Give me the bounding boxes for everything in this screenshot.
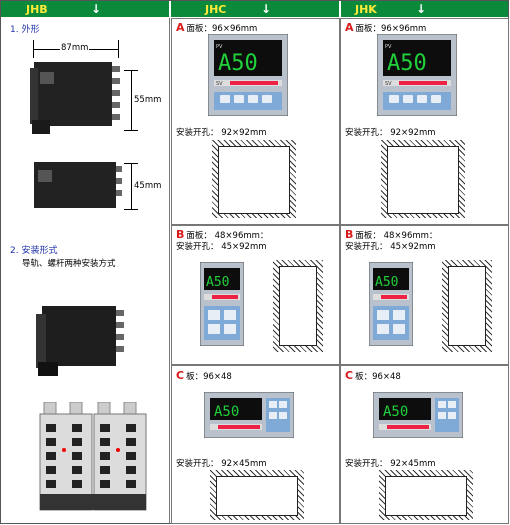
panel-b-size: 面板： 48×96mm： <box>186 231 269 241</box>
dim-height1-tick-top <box>124 70 138 71</box>
dim-height2-label: 45mm <box>134 181 162 191</box>
panel-c-cutout: 安装开孔： 92×45mm <box>176 459 267 469</box>
controller-96x48: A50 <box>204 392 294 438</box>
panel-letter: B <box>176 228 185 241</box>
header-jhb: JHB ↓ <box>1 1 169 17</box>
module-side-view-2 <box>34 162 122 208</box>
section-mounting-desc: 导轨、螺杆两种安装方式 <box>22 259 116 269</box>
controller-96x96: A50 PV SV <box>377 34 457 116</box>
panel-letter: A <box>345 21 354 34</box>
controller-96x96: A50 PV SV <box>208 34 288 116</box>
svg-text:PV: PV <box>216 44 223 50</box>
header-jhk-label: JHK <box>355 2 377 16</box>
dim-height2-tick-top <box>124 163 138 164</box>
modules-terminal-view <box>39 402 147 511</box>
arrow-down-icon: ↓ <box>416 2 427 16</box>
dim-width-label: 87mm <box>60 43 90 53</box>
panel-b-cutout: 安装开孔： 45×92mm <box>345 242 436 252</box>
svg-text:A50: A50 <box>387 51 427 76</box>
cutout-diagram-b <box>273 260 323 352</box>
dim-height1-line <box>131 70 132 130</box>
panel-c-size: 板：96×48 <box>355 372 401 382</box>
dim-width-tick-right <box>118 40 119 58</box>
svg-text:A50: A50 <box>206 275 229 290</box>
header-jhc: JHC ↓ <box>171 1 339 17</box>
svg-text:A50: A50 <box>383 404 408 420</box>
cutout-diagram-a <box>381 140 465 218</box>
arrow-down-icon: ↓ <box>91 2 102 16</box>
panel-letter: A <box>176 21 185 34</box>
panel-a-size: 面板：96×96mm <box>355 24 427 34</box>
panel-a-cutout: 安装开孔： 92×92mm <box>176 128 267 138</box>
cutout-hole <box>385 476 467 516</box>
svg-text:PV: PV <box>385 44 392 50</box>
cutout-hole <box>279 266 317 346</box>
cutout-diagram-c <box>379 470 473 520</box>
cutout-hole <box>387 146 459 214</box>
cutout-hole <box>218 146 290 214</box>
cutout-hole <box>448 266 486 346</box>
controller-96x48: A50 <box>373 392 463 438</box>
cutout-diagram-c <box>210 470 304 520</box>
svg-text:SV: SV <box>385 81 392 87</box>
svg-text:SV: SV <box>216 81 223 87</box>
dim-height2-tick-bottom <box>124 209 138 210</box>
controller-48x96: A50 <box>200 262 244 346</box>
panel-c-cutout: 安装开孔： 92×45mm <box>345 459 436 469</box>
panel-a-cutout: 安装开孔： 92×92mm <box>345 128 436 138</box>
header-jhb-label: JHB <box>26 2 48 16</box>
panel-letter: C <box>176 369 185 382</box>
cutout-hole <box>216 476 298 516</box>
panel-letter: B <box>345 228 354 241</box>
cutout-diagram-a <box>212 140 296 218</box>
dim-height1-tick-bottom <box>124 130 138 131</box>
header-jhk: JHK ↓ <box>341 1 508 17</box>
section-mounting-title: 2. 安装形式 <box>10 246 58 256</box>
dim-height1-label: 55mm <box>134 95 162 105</box>
controller-48x96: A50 <box>369 262 413 346</box>
svg-text:A50: A50 <box>214 404 239 420</box>
panel-a-size: 面板：96×96mm <box>186 24 258 34</box>
display-readout: A50 <box>218 51 258 76</box>
cutout-diagram-b <box>442 260 492 352</box>
header-jhc-label: JHC <box>205 2 227 16</box>
svg-text:A50: A50 <box>375 275 398 290</box>
module-side-view-1 <box>30 62 120 134</box>
arrow-down-icon: ↓ <box>261 2 272 16</box>
panel-b-cutout: 安装开孔： 45×92mm <box>176 242 267 252</box>
dim-width-tick-left <box>33 40 34 58</box>
module-rail-mount <box>36 306 124 376</box>
panel-c-size: 板：96×48 <box>186 372 232 382</box>
section-shape-title: 1. 外形 <box>10 25 40 35</box>
panel-letter: C <box>345 369 354 382</box>
dim-height2-line <box>131 163 132 209</box>
panel-b-size: 面板： 48×96mm： <box>355 231 438 241</box>
